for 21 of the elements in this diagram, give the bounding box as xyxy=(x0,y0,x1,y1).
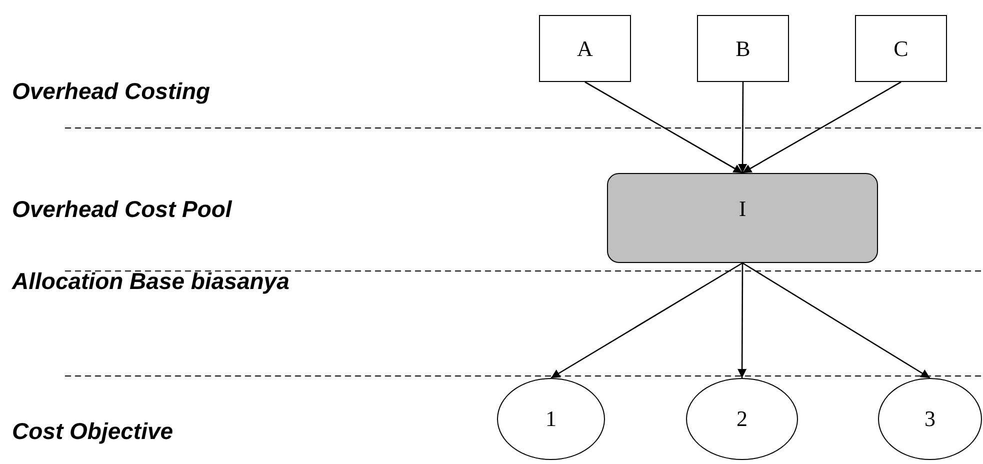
node-label: A xyxy=(577,36,593,62)
node-label: 2 xyxy=(736,406,748,432)
arrow xyxy=(738,263,747,378)
level-label: Overhead Cost Pool xyxy=(12,196,232,223)
node-label: 3 xyxy=(924,406,936,432)
node-label: B xyxy=(736,36,750,62)
node-label: C xyxy=(894,36,908,62)
arrow xyxy=(742,81,902,174)
arrow xyxy=(742,262,930,379)
arrow xyxy=(584,81,743,174)
level-label: Overhead Costing xyxy=(12,78,210,105)
arrow xyxy=(738,82,748,173)
process-box xyxy=(539,15,631,82)
level-label: Allocation Base biasanya xyxy=(12,268,290,295)
process-box xyxy=(855,15,947,82)
arrow xyxy=(550,262,743,379)
process-box xyxy=(697,15,789,82)
node-label: 1 xyxy=(546,406,556,432)
level-label: Cost Objective xyxy=(12,418,174,445)
cost-pool-box xyxy=(607,173,878,263)
node-label: I xyxy=(738,196,746,222)
